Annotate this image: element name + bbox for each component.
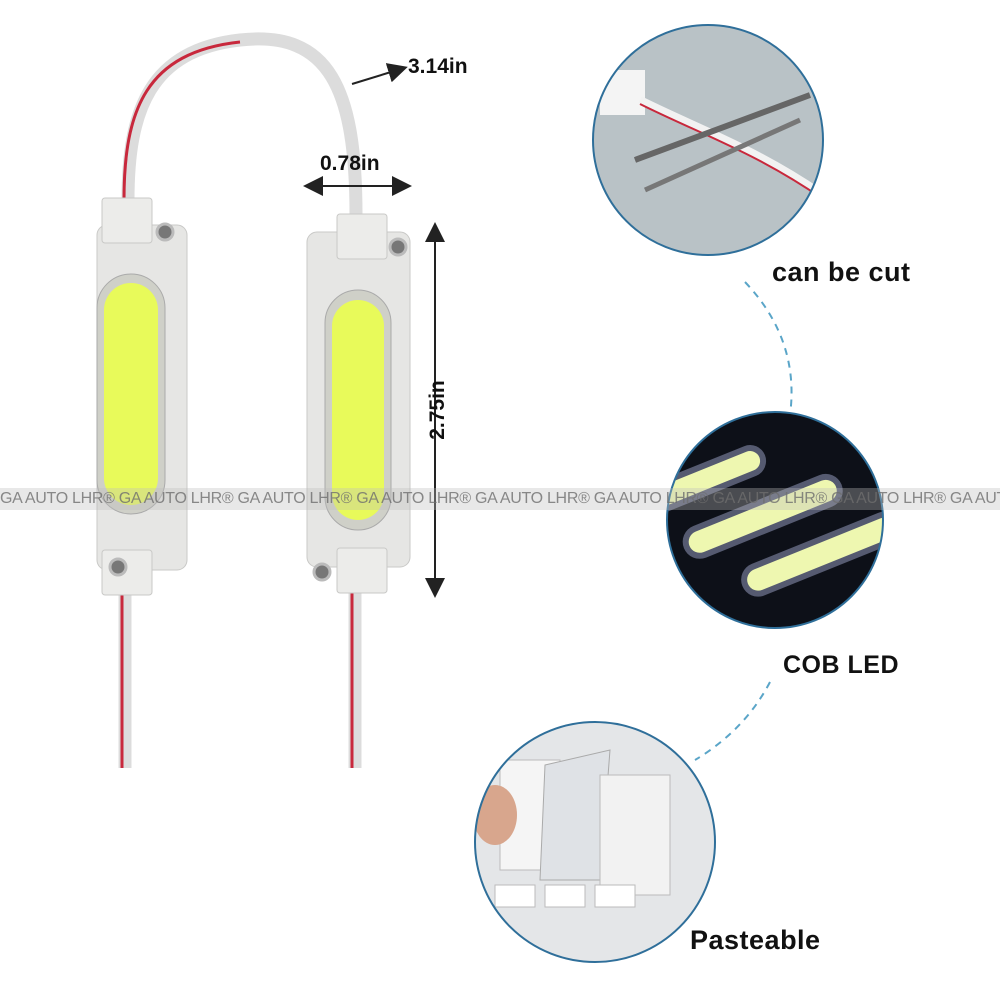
3m-adhesive-backing-photo — [474, 721, 716, 963]
dashed-connector — [744, 281, 793, 416]
dashed-connector — [694, 681, 771, 761]
wire-length-arrow — [351, 63, 408, 85]
caption-cob-led: COB LED — [783, 651, 899, 679]
caption-can-be-cut: can be cut — [772, 257, 911, 287]
connecting-wire — [118, 32, 363, 768]
scissors-cutting-wire-photo — [592, 24, 824, 256]
led-module-left — [96, 197, 188, 596]
watermark: GA AUTO LHR® GA AUTO LHR® GA AUTO LHR® G… — [0, 488, 1000, 510]
lit-cob-led-strips-photo — [666, 411, 884, 629]
caption-pasteable: Pasteable — [690, 925, 821, 955]
led-module-right — [306, 213, 411, 594]
wire-length-label: 3.14in — [408, 55, 468, 78]
length-label: 2.75in — [425, 380, 449, 440]
width-label: 0.78in — [320, 152, 380, 175]
